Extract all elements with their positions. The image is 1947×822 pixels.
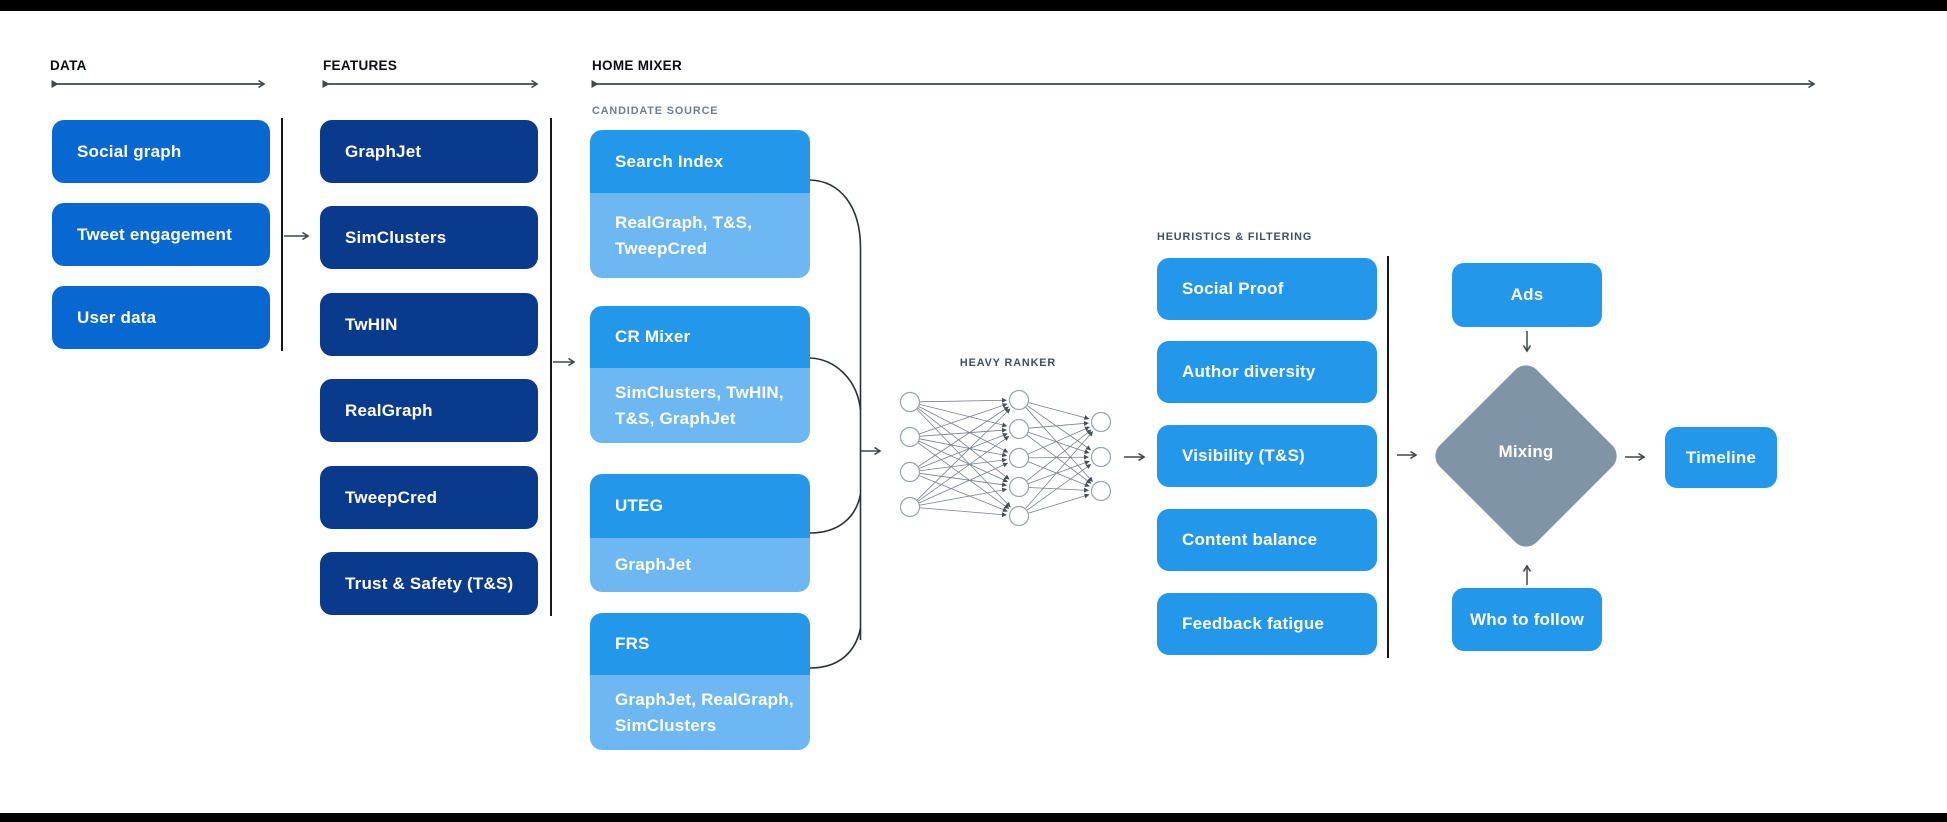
mixing-diamond-label: Mixing (1498, 442, 1554, 461)
nn-node (899, 391, 921, 413)
feature-node-twhin: TwHIN (320, 293, 538, 356)
top-black-bar (0, 0, 1947, 11)
feature-node-trust-safety: Trust & Safety (T&S) (320, 552, 538, 615)
candidate-card-sources: GraphJet, RealGraph, SimClusters (590, 675, 810, 750)
nn-node (1090, 480, 1112, 502)
features-section-title: FEATURES (323, 58, 398, 73)
heuristic-node-feedback-fatigue: Feedback fatigue (1157, 593, 1377, 655)
nn-node (1008, 389, 1030, 411)
feature-node-tweepcred: TweepCred (320, 466, 538, 529)
candidate-card-cr-mixer: CR Mixer SimClusters, TwHIN, T&S, GraphJ… (590, 306, 810, 443)
feature-node-realgraph: RealGraph (320, 379, 538, 442)
candidate-card-title: CR Mixer (590, 306, 810, 368)
candidate-card-uteg: UTEG GraphJet (590, 474, 810, 592)
nn-node (899, 461, 921, 483)
candidate-card-title: FRS (590, 613, 810, 675)
nn-node (1008, 476, 1030, 498)
connector-search-index (809, 179, 862, 249)
home-mixer-section-title: HOME MIXER (592, 58, 683, 73)
nn-node (1008, 418, 1030, 440)
nn-node (1008, 505, 1030, 527)
feature-node-graphjet: GraphJet (320, 120, 538, 183)
candidate-card-title: UTEG (590, 474, 810, 538)
neural-network-graphic (899, 389, 1112, 527)
connector-frs (809, 627, 862, 669)
candidate-card-search-index: Search Index RealGraph, T&S, TweepCred (590, 130, 810, 278)
candidate-card-frs: FRS GraphJet, RealGraph, SimClusters (590, 613, 810, 750)
candidate-card-sources: SimClusters, TwHIN, T&S, GraphJet (590, 368, 810, 443)
candidate-source-label: CANDIDATE SOURCE (592, 105, 719, 117)
nn-node (1090, 446, 1112, 468)
feature-node-simclusters: SimClusters (320, 206, 538, 269)
nn-node (899, 426, 921, 448)
data-node-user-data: User data (52, 286, 270, 349)
nn-node (1008, 447, 1030, 469)
who-to-follow-node: Who to follow (1452, 588, 1602, 651)
data-section-title: DATA (50, 58, 87, 73)
heavy-ranker-label: HEAVY RANKER (959, 357, 1057, 369)
heuristic-node-author-diversity: Author diversity (1157, 341, 1377, 403)
connector-cr-mixer (809, 357, 862, 411)
mixing-diamond (1435, 365, 1617, 547)
bottom-black-bar (0, 813, 1947, 822)
heuristic-node-content-balance: Content balance (1157, 509, 1377, 571)
heuristics-filtering-label: HEURISTICS & FILTERING (1157, 231, 1313, 243)
heuristic-node-visibility: Visibility (T&S) (1157, 425, 1377, 487)
nn-node (899, 496, 921, 518)
heuristic-node-social-proof: Social Proof (1157, 258, 1377, 320)
data-node-tweet-engagement: Tweet engagement (52, 203, 270, 266)
ads-node: Ads (1452, 263, 1602, 327)
candidate-card-sources: GraphJet (590, 538, 810, 592)
connector-uteg (809, 493, 862, 534)
candidate-card-sources: RealGraph, T&S, TweepCred (590, 193, 810, 278)
candidate-card-title: Search Index (590, 130, 810, 193)
data-node-social-graph: Social graph (52, 120, 270, 183)
timeline-node: Timeline (1665, 427, 1777, 488)
nn-node (1090, 411, 1112, 433)
